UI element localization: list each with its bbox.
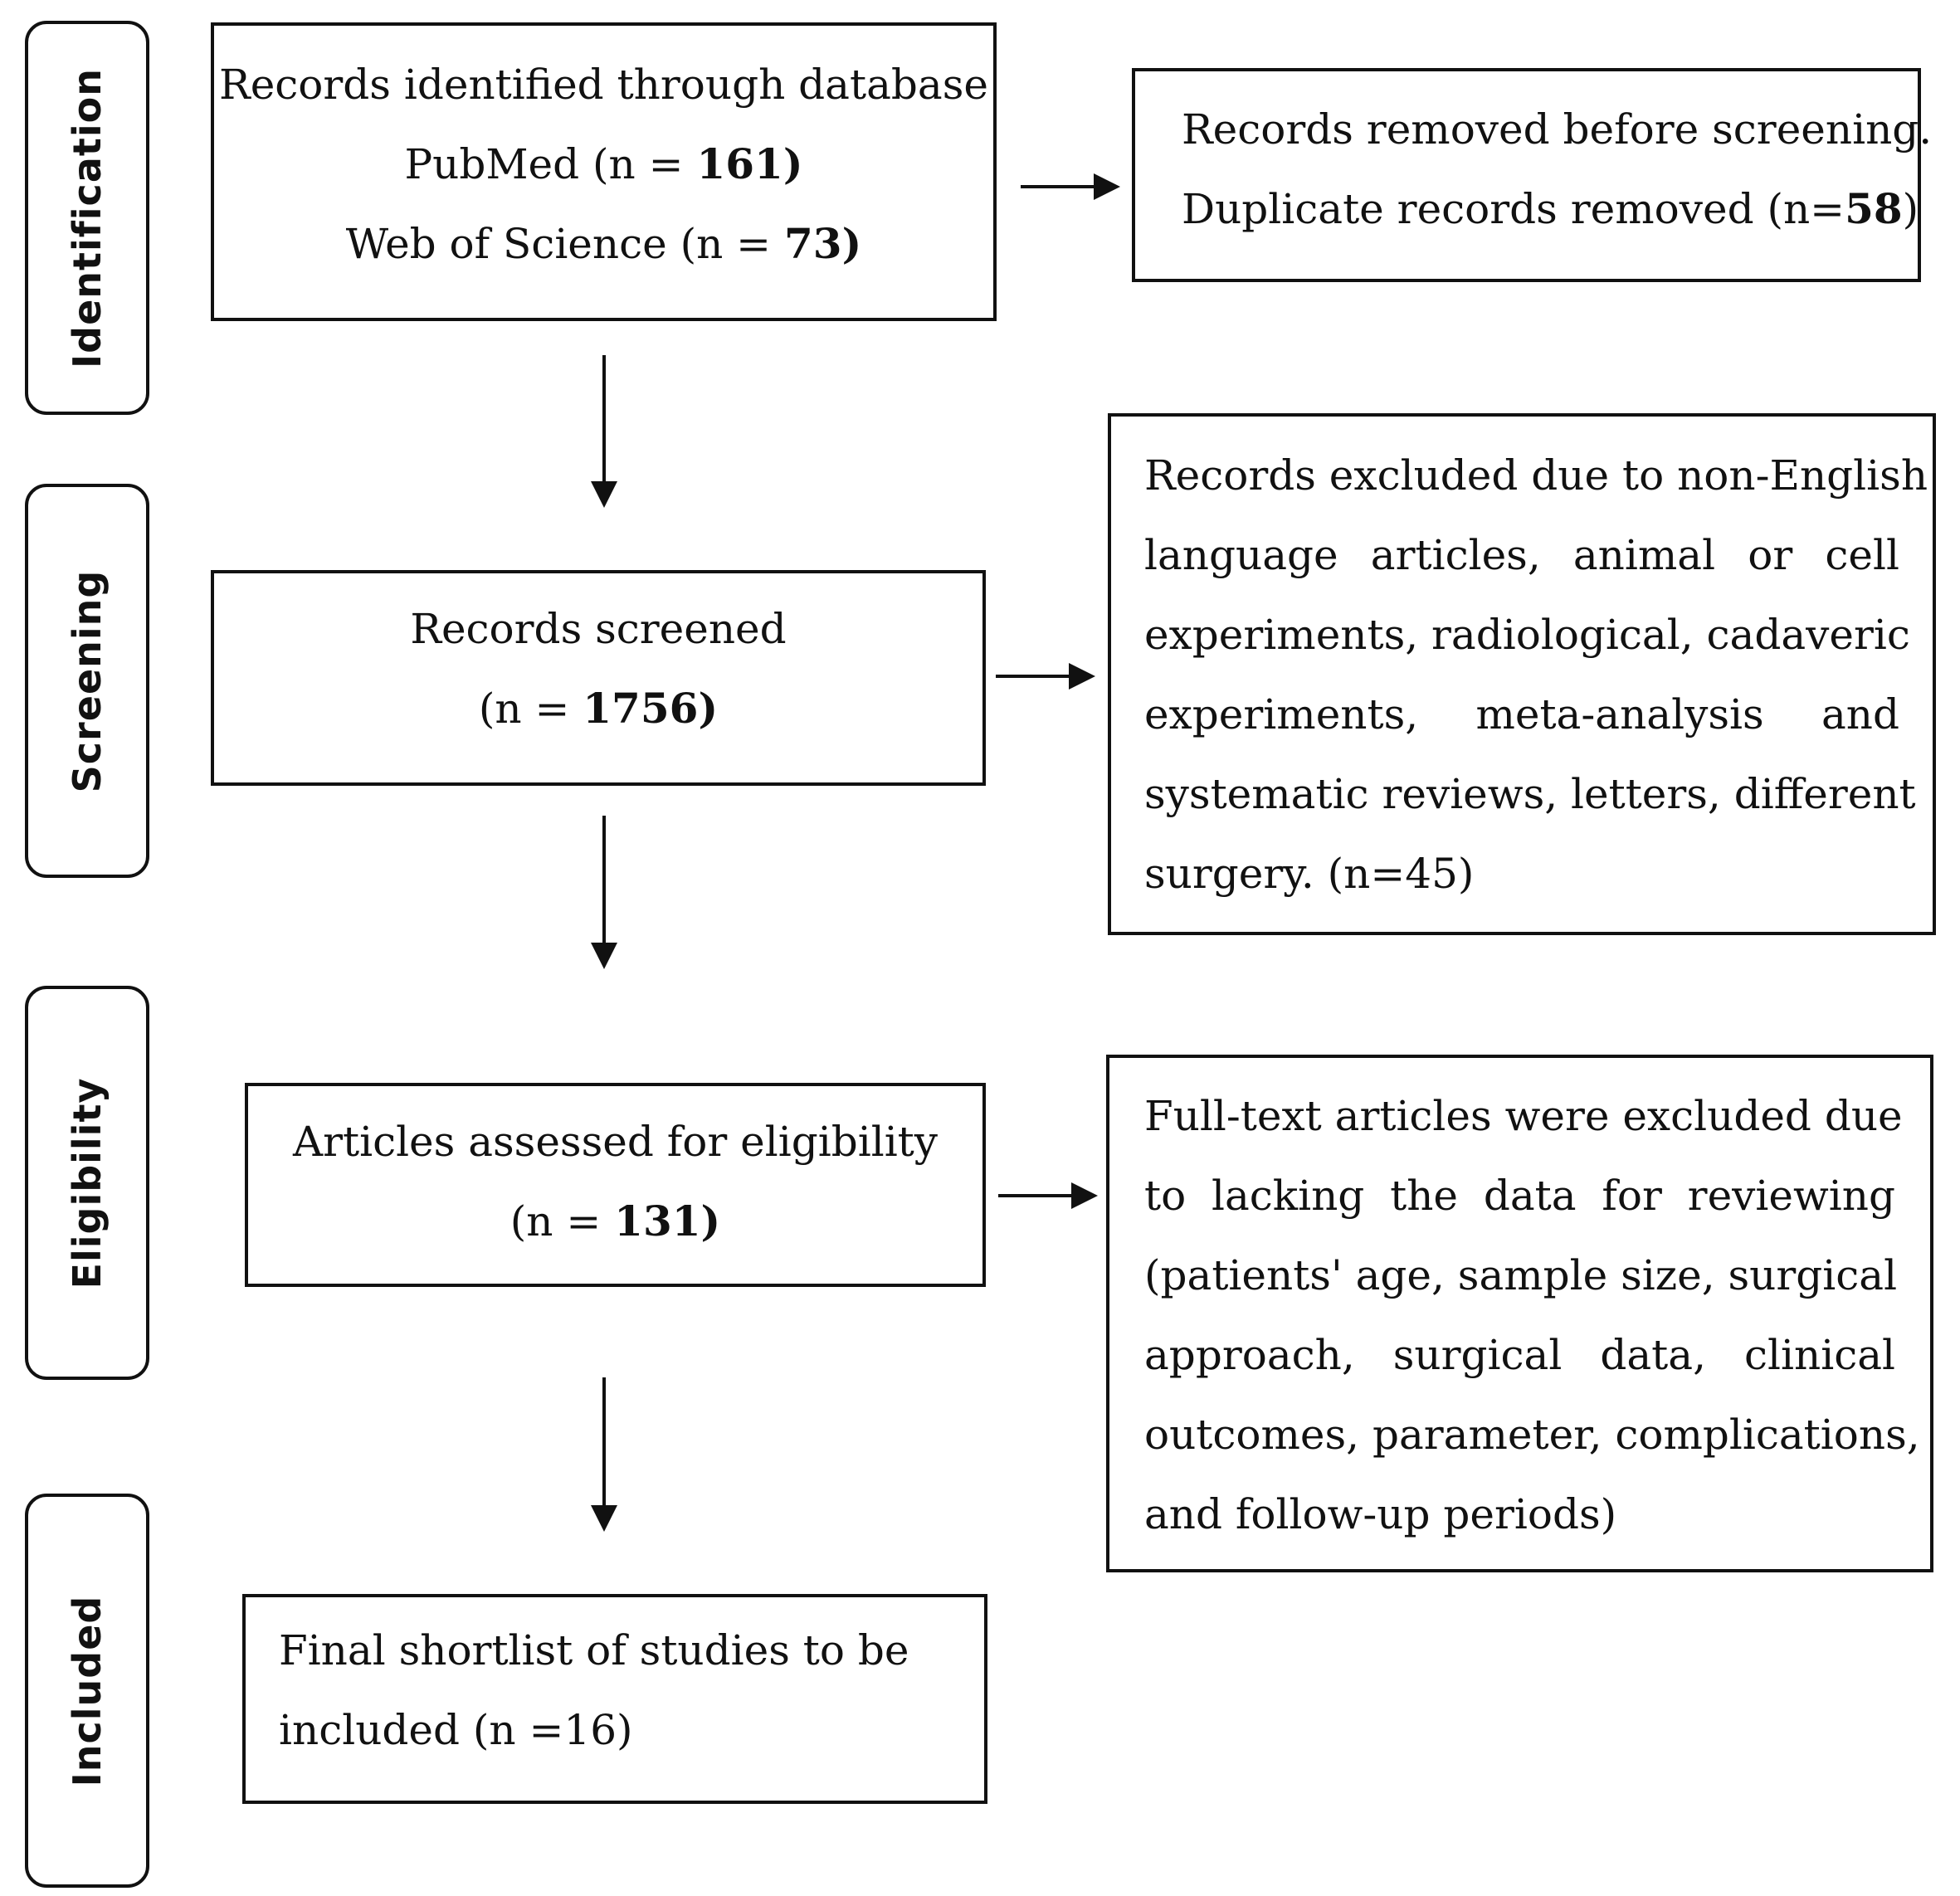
fulltext-line: Full-text articles were excluded due <box>1144 1092 1903 1140</box>
identification-line1: Records identified through database <box>219 61 988 109</box>
arrowhead-down-3 <box>591 1505 617 1532</box>
included-line1: Final shortlist of studies to be <box>279 1626 909 1674</box>
fulltext-line: approach, surgical data, clinical <box>1144 1331 1895 1379</box>
fulltext-line: outcomes, parameter, complications, <box>1144 1411 1920 1459</box>
fulltext-line: to lacking the data for reviewing <box>1144 1172 1895 1220</box>
excluded-line: experiments, meta-analysis and <box>1144 690 1899 738</box>
fulltext-line: and follow-up periods) <box>1144 1490 1617 1538</box>
screened-count: (n = 1756) <box>478 684 719 733</box>
screened-box: Records screened (n = 1756) <box>211 570 986 786</box>
stage-identification: Identification <box>25 21 149 415</box>
fulltext-box: Full-text articles were excluded due to … <box>1106 1055 1933 1572</box>
eligibility-line1: Articles assessed for eligibility <box>292 1118 939 1166</box>
excluded-line: experiments, radiological, cadaveric <box>1144 611 1910 659</box>
included-line2: included (n =16) <box>279 1706 633 1754</box>
screened-line1: Records screened <box>410 605 787 653</box>
excluded-box: Records excluded due to non-English lang… <box>1108 413 1936 935</box>
eligibility-count: (n = 131) <box>510 1197 721 1245</box>
eligibility-box: Articles assessed for eligibility (n = 1… <box>245 1083 986 1287</box>
arrowhead-right-3 <box>1071 1182 1098 1209</box>
removed-line1: Records removed before screening. <box>1182 105 1933 154</box>
identification-pubmed: PubMed (n = 161) <box>404 139 803 188</box>
identification-wos: Web of Science (n = 73) <box>345 219 862 268</box>
removed-box: Records removed before screening. Duplic… <box>1132 68 1933 282</box>
stage-included: Included <box>25 1494 149 1888</box>
excluded-line: language articles, animal or cell <box>1144 531 1899 579</box>
arrowhead-right-1 <box>1094 173 1120 200</box>
excluded-line: systematic reviews, letters, different <box>1144 770 1916 818</box>
arrowhead-down-1 <box>591 481 617 508</box>
included-box: Final shortlist of studies to be include… <box>242 1594 987 1804</box>
excluded-line: Records excluded due to non-English <box>1144 451 1928 500</box>
removed-line2: Duplicate records removed (n=58) <box>1182 184 1919 233</box>
excluded-line: surgery. (n=45) <box>1144 850 1475 898</box>
identification-box: Records identified through database PubM… <box>211 22 997 321</box>
fulltext-line: (patients' age, sample size, surgical <box>1144 1251 1898 1299</box>
stage-eligibility: Eligibility <box>25 986 149 1380</box>
stage-screening: Screening <box>25 484 149 878</box>
arrowhead-right-2 <box>1069 663 1095 690</box>
arrowhead-down-2 <box>591 943 617 969</box>
